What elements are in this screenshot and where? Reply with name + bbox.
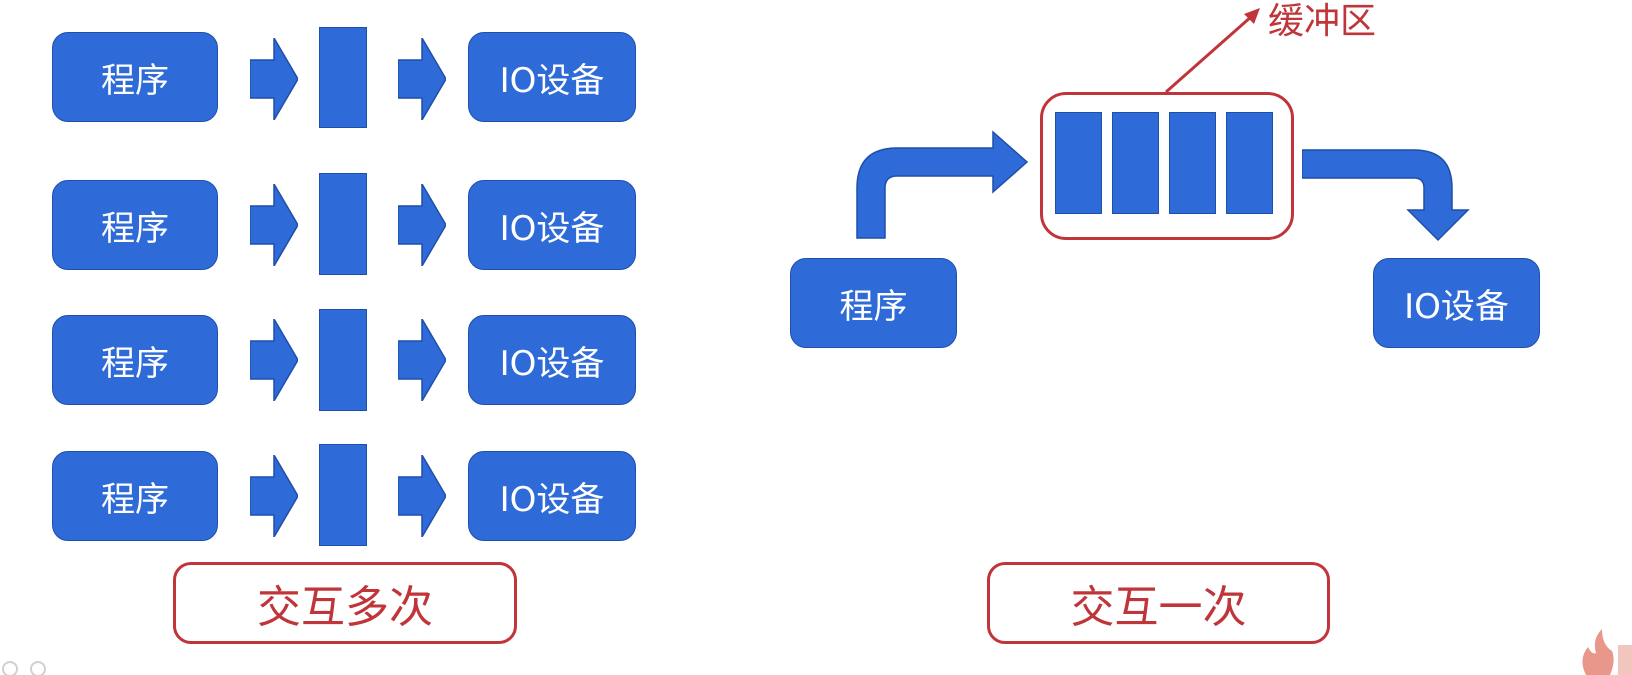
buffer-cell (1112, 112, 1159, 214)
curved-arrow-icon (1302, 149, 1470, 242)
right-arrow-icon (250, 184, 298, 266)
program-box: 程序 (52, 315, 218, 405)
buffer-cell (1226, 112, 1273, 214)
caption-multiple-interactions: 交互多次 (173, 562, 517, 644)
buffer-frame (1040, 92, 1294, 240)
callout-arrow-icon (1165, 8, 1260, 94)
program-box: 程序 (52, 451, 218, 541)
program-box: 程序 (52, 32, 218, 122)
transfer-bar (319, 27, 367, 128)
buffer-cell (1055, 112, 1102, 214)
right-arrow-icon (398, 38, 446, 120)
right-arrow-icon (250, 319, 298, 401)
io-device-box: IO设备 (468, 32, 636, 122)
curved-arrow-icon (856, 130, 1029, 239)
buffer-label: 缓冲区 (1268, 1, 1377, 42)
transfer-bar (319, 173, 367, 275)
right-arrow-icon (398, 184, 446, 266)
io-device-box: IO设备 (1373, 258, 1540, 348)
caption-single-interaction: 交互一次 (987, 562, 1330, 644)
right-arrow-icon (250, 38, 298, 120)
right-arrow-icon (250, 455, 298, 537)
io-device-box: IO设备 (468, 451, 636, 541)
buffer-cell (1169, 112, 1216, 214)
program-box: 程序 (790, 258, 957, 348)
watermark-dots-icon (2, 661, 46, 675)
io-device-box: IO设备 (468, 315, 636, 405)
io-device-box: IO设备 (468, 180, 636, 270)
program-box: 程序 (52, 180, 218, 270)
right-arrow-icon (398, 319, 446, 401)
right-arrow-icon (398, 455, 446, 537)
transfer-bar (319, 309, 367, 411)
flame-logo-icon (1582, 629, 1632, 675)
transfer-bar (319, 444, 367, 546)
